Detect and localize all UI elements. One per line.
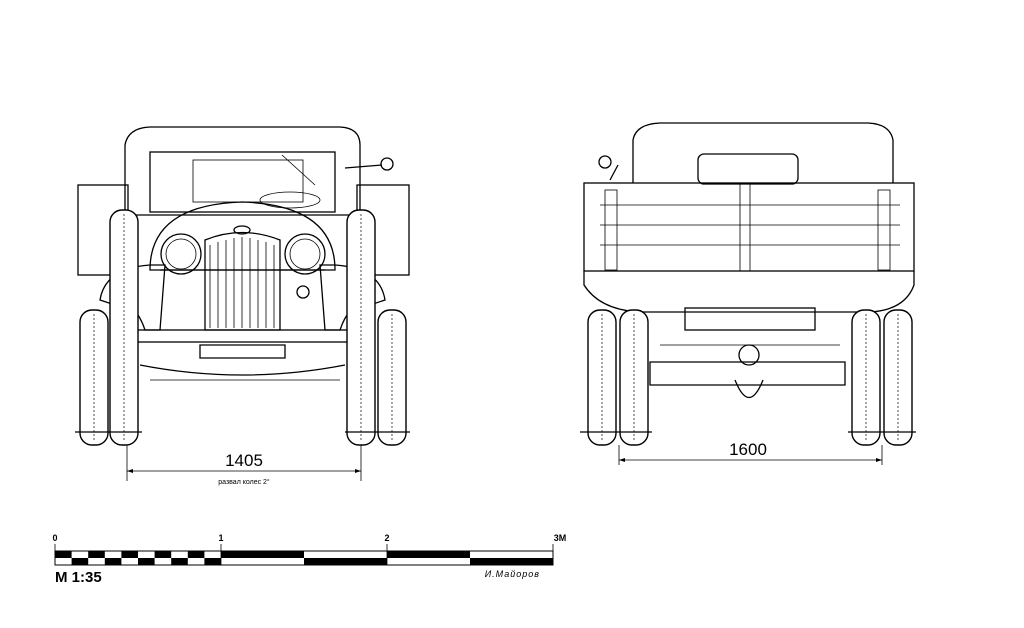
emblem — [233, 225, 251, 235]
rear-window — [697, 153, 799, 185]
scale-cell — [171, 558, 188, 565]
scale-cell — [204, 558, 221, 565]
bed-post-center — [739, 182, 751, 272]
scale-cell — [154, 551, 172, 558]
bed-post-left — [604, 189, 618, 271]
front-wheels — [79, 209, 407, 446]
mirror-icon — [598, 155, 612, 169]
cab-rear — [632, 122, 894, 183]
rear-crossmember — [684, 307, 816, 331]
rear-axle — [649, 361, 846, 386]
cab-outline — [124, 126, 361, 216]
wiper — [281, 154, 316, 186]
splash-pan — [199, 344, 286, 359]
scale-cell — [104, 558, 122, 565]
scale-checker — [55, 551, 553, 565]
front-axle — [139, 364, 346, 376]
rear-track-dimension: 1600 — [618, 440, 883, 465]
windshield-inner — [192, 159, 304, 203]
author-signature: И.Майоров — [485, 569, 540, 579]
scale-cell — [88, 551, 105, 558]
front-bumper — [111, 329, 375, 343]
bed-post-right — [877, 189, 891, 271]
grille — [204, 231, 281, 331]
front-track-dimension: 1405 развал колес 2° — [126, 445, 362, 486]
scale-cell — [138, 558, 155, 565]
scale-cell — [121, 551, 138, 558]
front-track-value: 1405 — [225, 451, 263, 470]
camber-note: развал колес 2° — [218, 478, 270, 486]
scale-cell — [470, 558, 553, 565]
bed-floor — [583, 271, 915, 313]
headlight-left — [160, 233, 202, 275]
scale-tick-1: 1 — [218, 533, 223, 543]
headlight-right — [284, 233, 326, 275]
scale-cell — [55, 551, 72, 558]
scale-tick-2: 2 — [384, 533, 389, 543]
rear-track-value: 1600 — [729, 440, 767, 459]
scale-bar: 0 1 2 3М М 1:35 И.Майоров — [52, 533, 566, 586]
scale-cell — [187, 551, 205, 558]
rear-wheels — [587, 309, 913, 446]
windshield — [149, 151, 336, 213]
scale-cell — [304, 558, 387, 565]
tailgate — [583, 182, 915, 272]
grille-bars — [209, 237, 275, 328]
horn — [296, 285, 310, 299]
truck-rear-view: 1600 — [580, 122, 916, 465]
truck-front-view: 1405 развал колес 2° — [75, 126, 410, 486]
steering-wheel — [259, 191, 321, 209]
scale-cell — [387, 551, 470, 558]
scale-cell — [71, 558, 89, 565]
scale-tick-3: 3М — [554, 533, 567, 543]
scale-label: М 1:35 — [55, 569, 102, 586]
scale-tick-0: 0 — [52, 533, 57, 543]
mirror-icon — [380, 157, 394, 171]
hood — [149, 201, 336, 271]
scale-cell — [221, 551, 304, 558]
